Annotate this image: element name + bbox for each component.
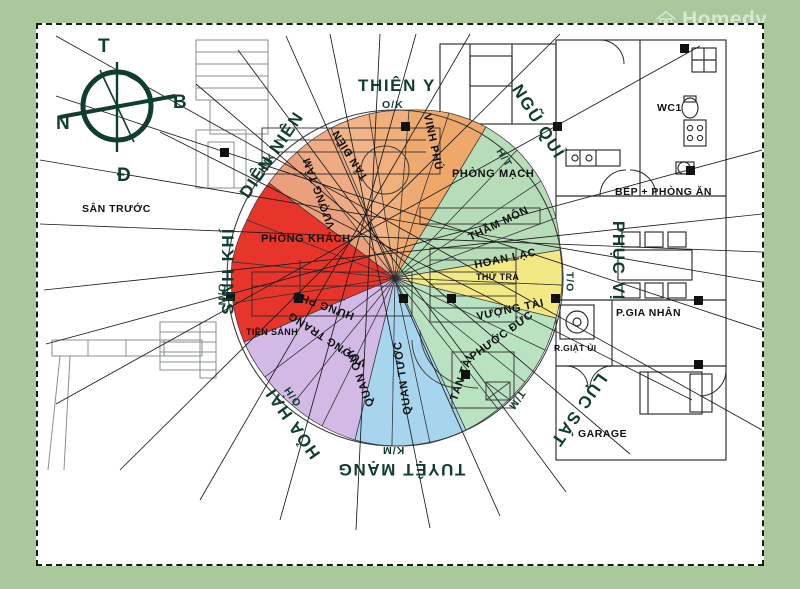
radial-guide-lines [39, 33, 762, 531]
wall-lines-dark [439, 39, 727, 461]
bagua-wheel [226, 109, 564, 447]
wall-lines-light [47, 39, 269, 471]
node-markers [220, 44, 703, 379]
wall-lines-over-wheel [251, 127, 541, 409]
compass-rose [59, 62, 176, 152]
